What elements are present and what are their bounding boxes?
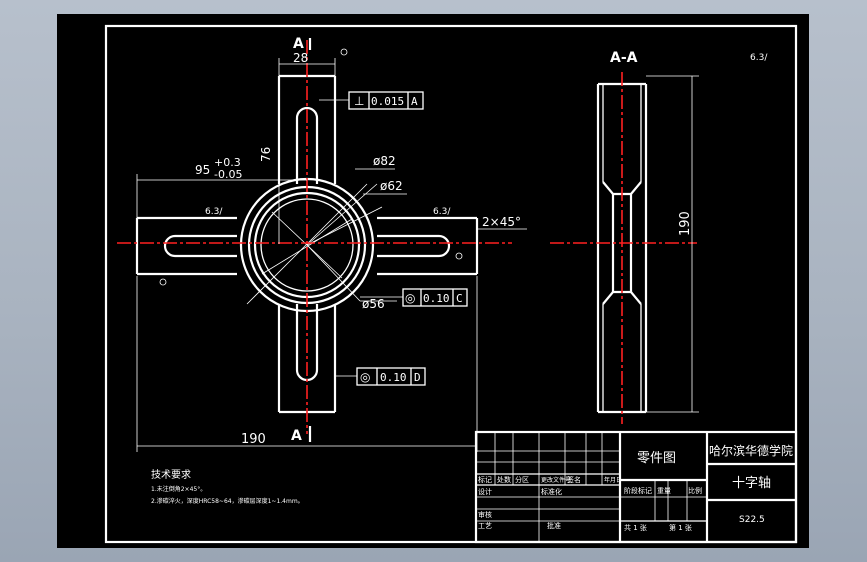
notes-line-2: 2.渗碳淬火，深度HRC58~64，渗碳层深度1~1.4mm。 — [151, 497, 304, 505]
dim-190-v-label: 190 — [678, 211, 693, 236]
school-name: 哈尔滨华德学院 — [709, 443, 793, 458]
dim-95-tol-lower: -0.05 — [214, 168, 242, 181]
svg-text:阶段标记: 阶段标记 — [624, 486, 652, 495]
svg-text:0.015: 0.015 — [371, 95, 404, 108]
svg-text:审核: 审核 — [478, 510, 492, 519]
svg-text:第 1 张: 第 1 张 — [669, 523, 692, 532]
svg-text:标准化: 标准化 — [541, 487, 562, 496]
gdt-concentricity-d: ◎ 0.10 D — [335, 367, 426, 386]
notes-line-1: 1.未注倒角2×45°。 — [151, 485, 206, 493]
dia-56-label: ø56 — [362, 297, 385, 311]
chamfer-label: 2×45° — [482, 215, 521, 229]
dia-82-label: ø82 — [373, 154, 396, 168]
svg-text:A: A — [411, 95, 418, 108]
notes-title: 技术要求 — [151, 468, 191, 481]
svg-text:比例: 比例 — [688, 486, 702, 495]
drawing-number: S22.5 — [739, 515, 765, 525]
svg-text:工艺: 工艺 — [478, 522, 492, 530]
front-view — [117, 40, 512, 434]
gdt-perpendicularity: ⊥ 0.015 A — [319, 91, 424, 110]
section-mark-bottom: A — [291, 428, 302, 444]
drawing-type: 零件图 — [637, 451, 676, 466]
svg-text:◎: ◎ — [405, 291, 415, 305]
section-mark-top: A — [293, 36, 304, 52]
svg-text:重量: 重量 — [657, 487, 671, 495]
roughness-left: 6.3/ — [205, 207, 223, 217]
section-view-title: A-A — [610, 50, 638, 66]
svg-text:0.10: 0.10 — [380, 371, 407, 384]
svg-text:更改文件号: 更改文件号 — [541, 476, 571, 484]
svg-text:共 1 张: 共 1 张 — [624, 523, 647, 532]
svg-text:⊥: ⊥ — [354, 94, 364, 108]
dim-190-h-label: 190 — [241, 432, 266, 447]
dim-28-label: 28 — [293, 51, 308, 65]
roughness-default: 6.3/ — [750, 53, 768, 63]
svg-text:年月日: 年月日 — [604, 476, 622, 484]
svg-text:分区: 分区 — [515, 475, 529, 484]
title-block: 标记 处数 分区 更改文件号 签名 年月日 设计 标准化 审核 工艺 批准 零件… — [474, 430, 798, 544]
dim-95-tol-upper: +0.3 — [214, 156, 241, 169]
svg-text:批准: 批准 — [547, 521, 561, 530]
drawing-canvas: 28 A A 76 95 +0.3 -0.05 ø82 ø62 ø56 2×45… — [57, 14, 809, 548]
svg-text:◎: ◎ — [360, 370, 370, 384]
dim-95-label: 95 — [195, 163, 210, 177]
roughness-right: 6.3/ — [433, 207, 451, 217]
technical-notes: 技术要求 1.未注倒角2×45°。 2.渗碳淬火，深度HRC58~64，渗碳层深… — [151, 468, 304, 505]
dia-62-label: ø62 — [380, 179, 403, 193]
section-view: A-A 190 — [550, 50, 699, 424]
svg-text:0.10: 0.10 — [423, 292, 450, 305]
svg-text:签名: 签名 — [567, 475, 581, 484]
cad-drawing: 28 A A 76 95 +0.3 -0.05 ø82 ø62 ø56 2×45… — [104, 24, 798, 544]
svg-text:C: C — [456, 292, 463, 305]
dim-76-label: 76 — [259, 147, 273, 162]
svg-text:标记: 标记 — [478, 475, 492, 484]
gdt-concentricity-c: ◎ 0.10 C — [360, 288, 468, 307]
part-name: 十字轴 — [732, 476, 771, 491]
front-dimensions: 28 A A 76 95 +0.3 -0.05 ø82 ø62 ø56 2×45… — [136, 36, 768, 452]
svg-text:D: D — [414, 371, 421, 384]
svg-text:设计: 设计 — [478, 487, 492, 496]
drawing-frame — [104, 24, 798, 544]
svg-text:处数: 处数 — [497, 475, 511, 484]
